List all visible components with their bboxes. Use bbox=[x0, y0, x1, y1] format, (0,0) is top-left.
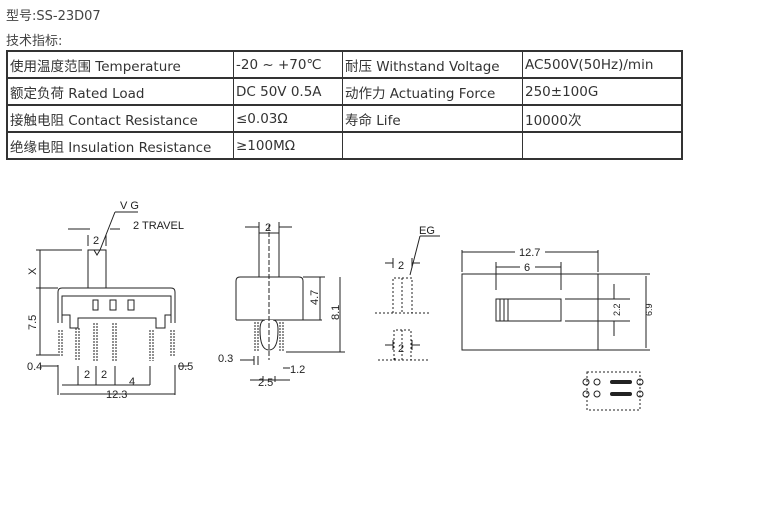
spec-label: 使用温度范围 Temperature bbox=[6, 50, 234, 79]
label-actuator-w1: 2 bbox=[398, 260, 404, 272]
spec-value: ≥100MΩ bbox=[233, 131, 343, 160]
label-total-h: 8.1 bbox=[330, 305, 342, 320]
actuator-detail: EG 2 2 bbox=[375, 225, 440, 361]
front-view: V G 2 TRAVEL 2 X 7.5 0.4 2 2 4 0.5 12.3 bbox=[27, 200, 193, 401]
spec-value: DC 50V 0.5A bbox=[233, 77, 343, 106]
spec-label bbox=[342, 131, 523, 160]
spec-label: 耐压 Withstand Voltage bbox=[342, 50, 523, 79]
spec-label: 接触电阻 Contact Resistance bbox=[6, 104, 234, 133]
label-pitch-3: 4 bbox=[129, 376, 135, 388]
label-pin-gap: 1.2 bbox=[290, 364, 305, 376]
side-view: 2 4.7 8.1 0.3 1.2 2.5 bbox=[218, 222, 345, 389]
label-pitch-2: 2 bbox=[101, 369, 107, 381]
pcb-footprint bbox=[582, 371, 644, 411]
label-actuator-w2: 2 bbox=[398, 343, 404, 355]
spec-label: 动作力 Actuating Force bbox=[342, 77, 523, 106]
label-body-height: 7.5 bbox=[27, 315, 39, 330]
top-view: 12.7 6 2.2 6.9 bbox=[461, 247, 654, 351]
label-slot-length: 6 bbox=[524, 262, 530, 274]
spec-heading: 技术指标: bbox=[6, 34, 63, 49]
label-vg: V G bbox=[120, 200, 139, 212]
label-body-h: 4.7 bbox=[309, 290, 321, 305]
spec-label: 绝缘电阻 Insulation Resistance bbox=[6, 131, 234, 160]
label-total-width: 12.3 bbox=[106, 389, 127, 401]
table-row: 绝缘电阻 Insulation Resistance≥100MΩ bbox=[6, 131, 683, 160]
spec-value: ≤0.03Ω bbox=[233, 104, 343, 133]
spec-label: 额定负荷 Rated Load bbox=[6, 77, 234, 106]
label-side-actuator: 2 bbox=[265, 222, 271, 234]
label-pin-right: 0.5 bbox=[178, 361, 193, 373]
spec-value: AC500V(50Hz)/min bbox=[522, 50, 683, 79]
label-top-length: 12.7 bbox=[519, 247, 540, 259]
label-actuator-width: 2 bbox=[93, 235, 99, 247]
label-pin-span: 2.5 bbox=[258, 377, 273, 389]
label-pin-left: 0.4 bbox=[27, 361, 42, 373]
label-top-width: 6.9 bbox=[644, 303, 654, 316]
label-x: X bbox=[27, 267, 39, 275]
spec-value: 250±100G bbox=[522, 77, 683, 106]
label-pitch-1: 2 bbox=[84, 369, 90, 381]
label-pin-thickness: 0.3 bbox=[218, 353, 233, 365]
label-travel: 2 TRAVEL bbox=[133, 220, 184, 232]
label-slot-width: 2.2 bbox=[612, 303, 622, 316]
spec-value bbox=[522, 131, 683, 160]
model-number: 型号:SS-23D07 bbox=[6, 9, 101, 24]
label-eg: EG bbox=[419, 225, 435, 237]
